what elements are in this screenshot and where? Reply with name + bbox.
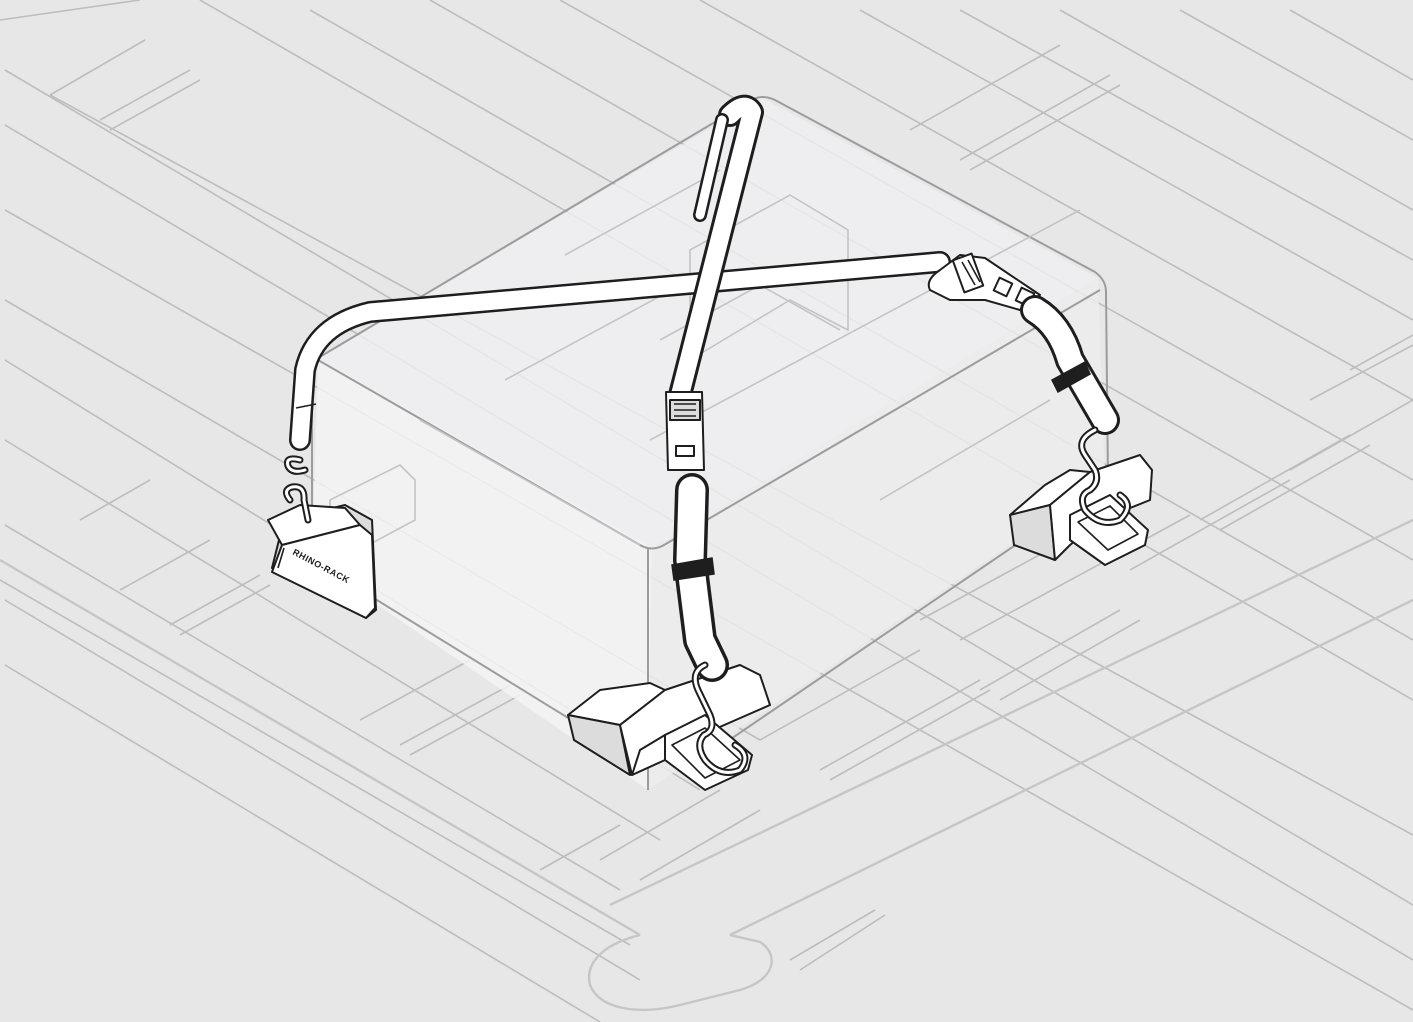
cross-strap-keeper-band xyxy=(1051,360,1091,394)
cross-strap-ratchet xyxy=(927,252,1041,311)
hold-down-block-front xyxy=(567,664,771,791)
load-box-right-face xyxy=(648,278,1105,790)
hold-down-block-right xyxy=(1009,454,1153,566)
cross-rails xyxy=(49,39,1413,881)
diagonal-strap-ratchet xyxy=(665,391,705,471)
hold-down-block-left: RHINO-RACK xyxy=(267,455,377,619)
front-s-hook xyxy=(691,661,749,776)
right-s-hook xyxy=(1078,426,1131,526)
ratchet-strap-cross xyxy=(289,251,1131,526)
diagonal-strap-keeper-band xyxy=(671,557,715,581)
left-s-hook xyxy=(283,455,312,524)
ratchet-strap-diagonal xyxy=(665,94,764,776)
front-edge-extrusion xyxy=(0,518,1413,1011)
